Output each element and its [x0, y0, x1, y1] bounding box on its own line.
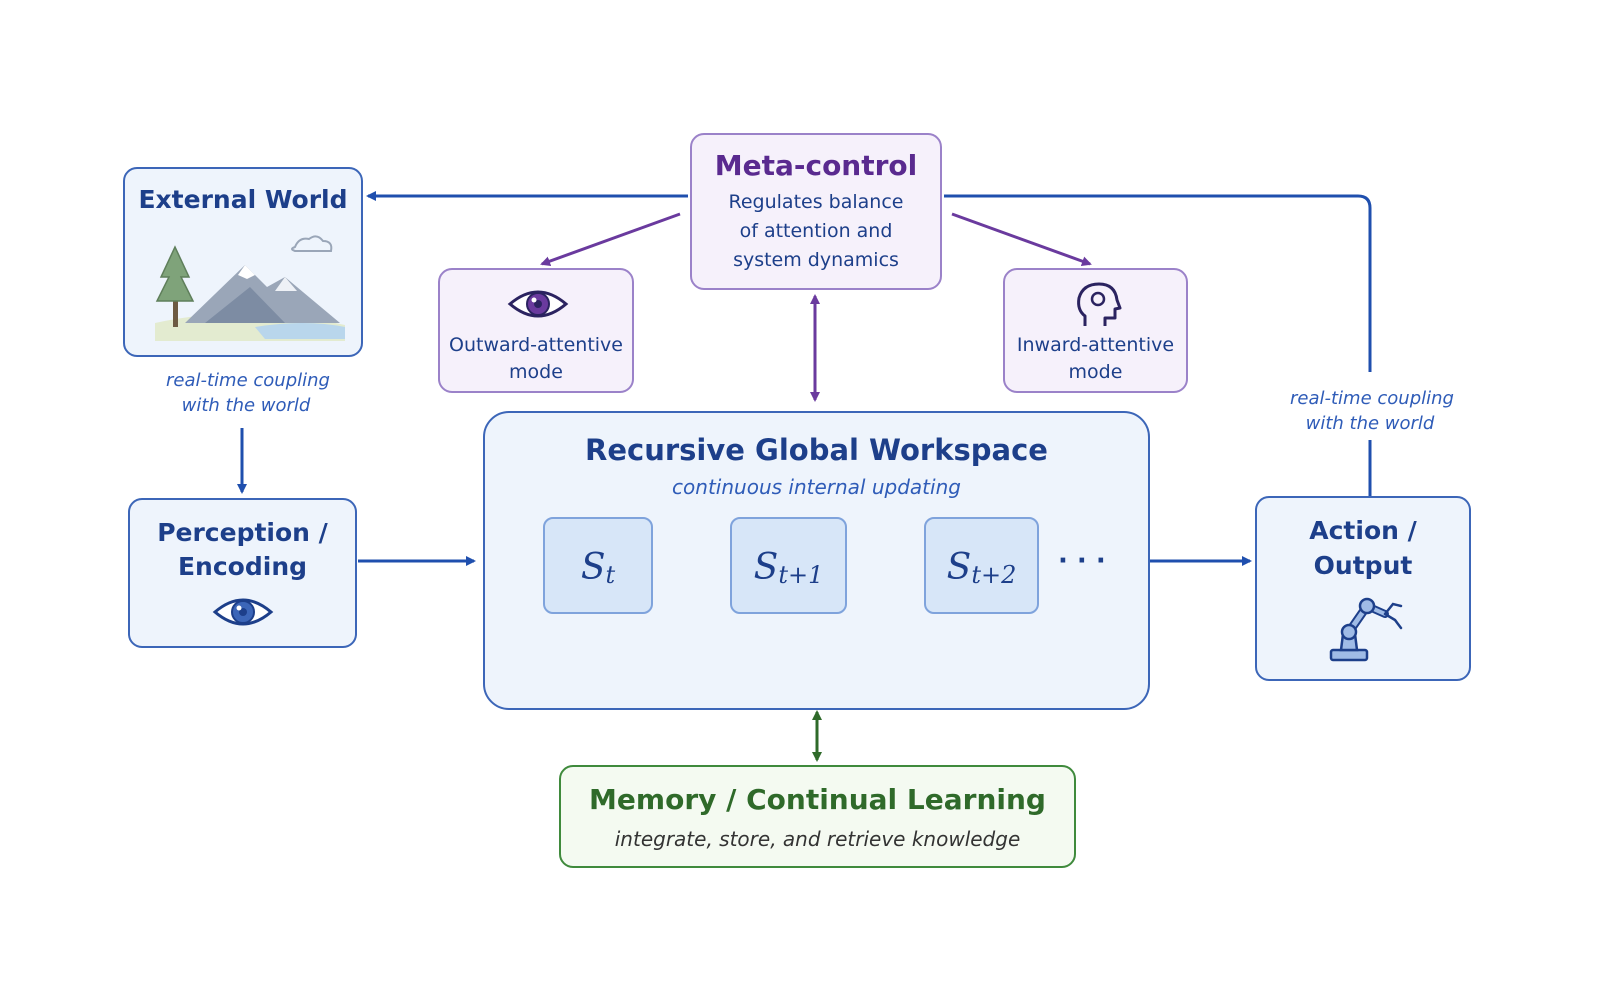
- action-line-1: Action /: [1309, 516, 1417, 545]
- external-world-box: External World: [123, 167, 363, 357]
- action-box: Action / Output: [1255, 496, 1471, 681]
- state-s-t: St: [543, 517, 653, 614]
- meta-control-line-3: system dynamics: [733, 249, 899, 271]
- external-world-title: External World: [138, 185, 348, 214]
- head-icon: [1077, 282, 1122, 326]
- memory-subtitle: integrate, store, and retrieve knowledge: [614, 827, 1021, 851]
- coupling-label-right-1: real-time coupling: [1290, 388, 1454, 409]
- perception-box: Perception / Encoding: [128, 498, 357, 648]
- memory-box: Memory / Continual Learning integrate, s…: [559, 765, 1076, 868]
- eye-icon: [507, 290, 569, 318]
- inward-mode-line-1: Inward-attentive: [1016, 334, 1175, 356]
- memory-title: Memory / Continual Learning: [589, 783, 1046, 816]
- outward-mode-line-2: mode: [509, 361, 563, 383]
- state-s-t-plus-1: St+1: [730, 517, 847, 614]
- state-s-t-plus-2: St+2: [924, 517, 1039, 614]
- perception-line-1: Perception /: [157, 518, 328, 547]
- arrow-meta-to-inward: [951, 212, 1092, 266]
- landscape-icon: [155, 235, 345, 341]
- robot-arm-icon: [1329, 597, 1403, 662]
- outward-mode-box: Outward-attentive mode: [438, 268, 634, 393]
- inward-mode-line-2: mode: [1068, 361, 1123, 383]
- arrow-meta-to-outward: [540, 212, 681, 266]
- meta-control-title: Meta-control: [714, 149, 918, 182]
- coupling-label-left-2: with the world: [181, 395, 311, 416]
- state-ellipsis: · · ·: [1058, 546, 1106, 576]
- meta-control-box: Meta-control Regulates balance of attent…: [690, 133, 942, 290]
- meta-control-line-1: Regulates balance: [728, 191, 904, 213]
- workspace-subtitle: continuous internal updating: [672, 475, 961, 499]
- coupling-label-left-1: real-time coupling: [166, 370, 330, 391]
- eye-icon: [212, 598, 274, 626]
- action-line-2: Output: [1313, 551, 1413, 580]
- meta-control-line-2: of attention and: [739, 220, 893, 242]
- perception-line-2: Encoding: [177, 552, 308, 581]
- inward-mode-box: Inward-attentive mode: [1003, 268, 1188, 393]
- workspace-title: Recursive Global Workspace: [585, 433, 1048, 467]
- coupling-label-right-2: with the world: [1305, 413, 1435, 434]
- outward-mode-line-1: Outward-attentive: [449, 334, 623, 356]
- connector-meta-to-action: [944, 194, 1372, 372]
